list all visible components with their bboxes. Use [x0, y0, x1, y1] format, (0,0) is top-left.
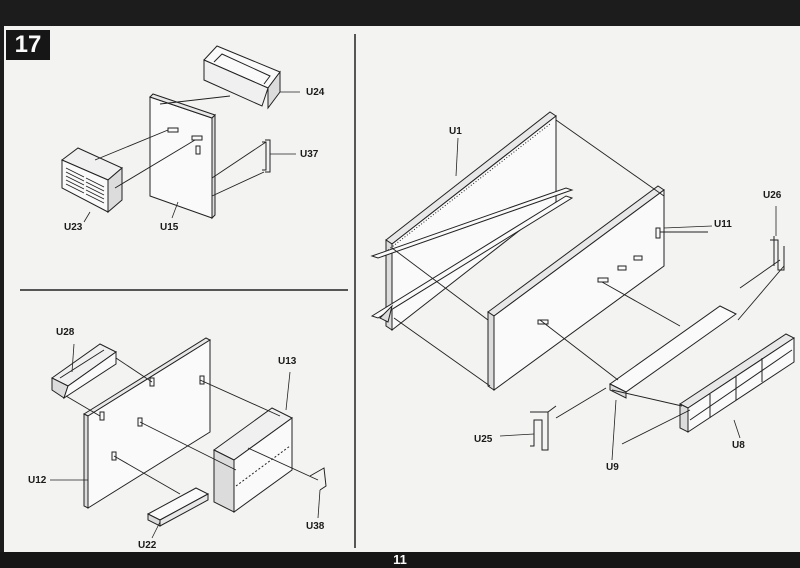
u38-part: [309, 467, 327, 491]
callout-u22: U22: [138, 540, 157, 551]
u28-part: [51, 343, 117, 400]
u26-part: [770, 236, 785, 271]
callout-u13: U13: [278, 356, 297, 367]
callout-u9: U9: [606, 462, 619, 473]
u37-part: [262, 139, 271, 173]
step-number-badge: 17: [6, 30, 50, 60]
footer-bar: [0, 552, 800, 568]
callout-u26: U26: [763, 190, 782, 201]
u12-panel: [82, 337, 212, 509]
callout-u38: U38: [306, 521, 325, 532]
callout-u24: U24: [306, 87, 325, 98]
callout-u15: U15: [160, 222, 179, 233]
callout-u37: U37: [300, 149, 319, 160]
u13-part: [213, 407, 293, 513]
u25-part: [530, 405, 557, 451]
u15-panel: [149, 93, 216, 220]
u11-panel: [487, 185, 665, 391]
callout-leaders: [50, 91, 777, 539]
callout-u28: U28: [56, 327, 75, 338]
callout-u23: U23: [64, 222, 83, 233]
callout-u8: U8: [732, 440, 745, 451]
callout-u12: U12: [28, 475, 47, 486]
u23-part: [61, 147, 123, 214]
callout-u1: U1: [449, 126, 462, 137]
top-left-arrows: [94, 95, 267, 197]
u1-rails: [370, 187, 574, 323]
page-number: 11: [393, 552, 407, 567]
bottom-left-arrows: [65, 357, 319, 495]
right-arrows: [391, 119, 785, 445]
u24-part: [203, 45, 281, 110]
callout-u25: U25: [474, 434, 493, 445]
callout-u11: U11: [714, 219, 732, 230]
u8-part: [679, 333, 795, 433]
u22-part: [146, 487, 210, 527]
